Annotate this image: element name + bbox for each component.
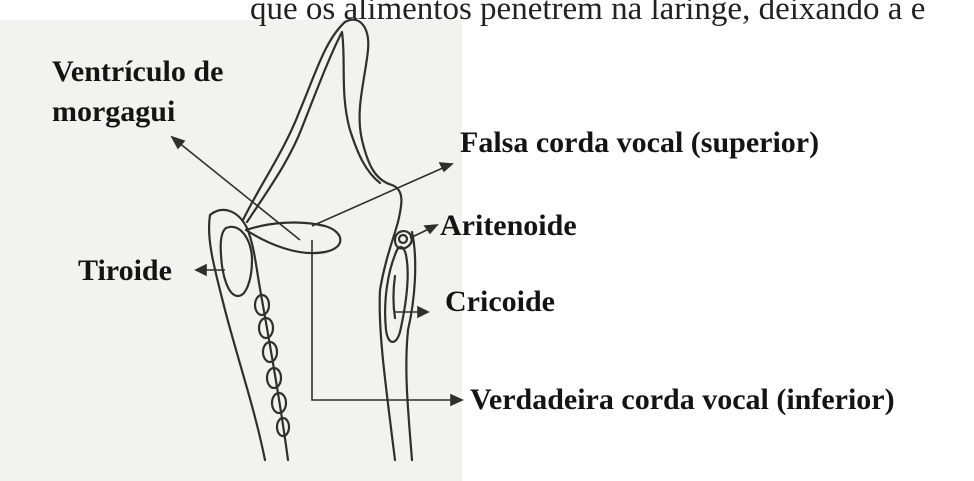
false-vocal-cord-shape — [246, 223, 340, 254]
label-tiroide: Tiroide — [78, 253, 172, 289]
posterior-laryngeal-wall — [380, 222, 416, 460]
label-falsa-corda-vocal: Falsa corda vocal (superior) — [460, 125, 819, 161]
arytenoid-cartilage — [395, 231, 412, 248]
label-ventriculo-line1: Ventrículo de — [52, 54, 223, 90]
label-ventriculo-line2: morgagui — [52, 94, 175, 130]
cricoid-cartilage — [385, 247, 407, 342]
label-aritenoide: Aritenoide — [440, 208, 577, 244]
label-cricoide: Cricoide — [445, 284, 555, 320]
leader-verdadeira-corda — [312, 240, 455, 400]
leader-ventriculo — [178, 142, 300, 240]
label-verdadeira-corda-vocal: Verdadeira corda vocal (inferior) — [470, 382, 895, 418]
thyroid-ellipse — [221, 227, 252, 296]
